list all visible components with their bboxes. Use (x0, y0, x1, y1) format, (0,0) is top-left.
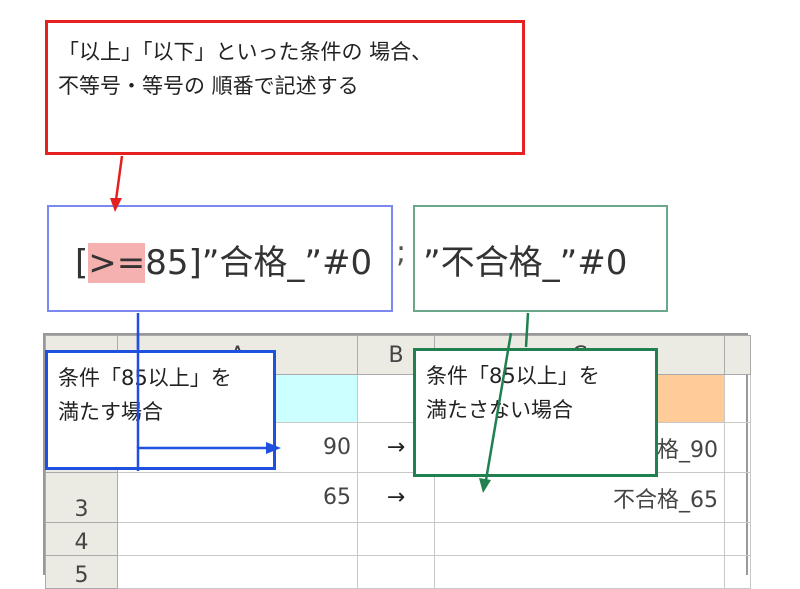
format-separator: ; (396, 235, 407, 270)
blue-note-line1: 条件「85以上」を (58, 366, 232, 390)
cell-a5[interactable] (117, 555, 358, 589)
green-connector (524, 312, 530, 348)
column-header-d[interactable] (724, 335, 751, 375)
red-note-line1: 「以上」「以下」といった条件の 場合、 (58, 40, 433, 64)
cell-d1[interactable] (724, 374, 751, 423)
cell-d5[interactable] (724, 555, 751, 589)
operator-highlight: >= (88, 243, 146, 283)
cell-d2[interactable] (724, 422, 751, 473)
green-note-line1: 条件「85以上」を (426, 364, 600, 388)
cell-b3[interactable]: → (357, 472, 435, 523)
bracket: [ (75, 243, 89, 283)
red-arrow (110, 155, 124, 212)
format-rest: 85]”合格_”#0 (145, 243, 373, 283)
format-positive-part: [>=85]”合格_”#0 (47, 205, 393, 312)
format-negative-part: ”不合格_”#0 (413, 205, 668, 312)
table-row: 3 65 → 不合格_65 (45, 472, 751, 523)
green-note-box: 条件「85以上」を 満たさない場合 (413, 348, 658, 477)
red-note-line2: 不等号・等号の 順番で記述する (58, 74, 359, 98)
blue-note-box: 条件「85以上」を 満たす場合 (45, 350, 276, 470)
cell-a3[interactable]: 65 (117, 472, 358, 523)
red-note-box: 「以上」「以下」といった条件の 場合、 不等号・等号の 順番で記述する (45, 20, 525, 155)
row-header[interactable]: 4 (45, 522, 118, 556)
cell-d4[interactable] (724, 522, 751, 556)
blue-note-line2: 満たす場合 (58, 400, 163, 424)
cell-b4[interactable] (357, 522, 435, 556)
table-row: 5 (45, 555, 751, 589)
table-row: 4 (45, 522, 751, 556)
row-header[interactable]: 3 (45, 472, 118, 523)
